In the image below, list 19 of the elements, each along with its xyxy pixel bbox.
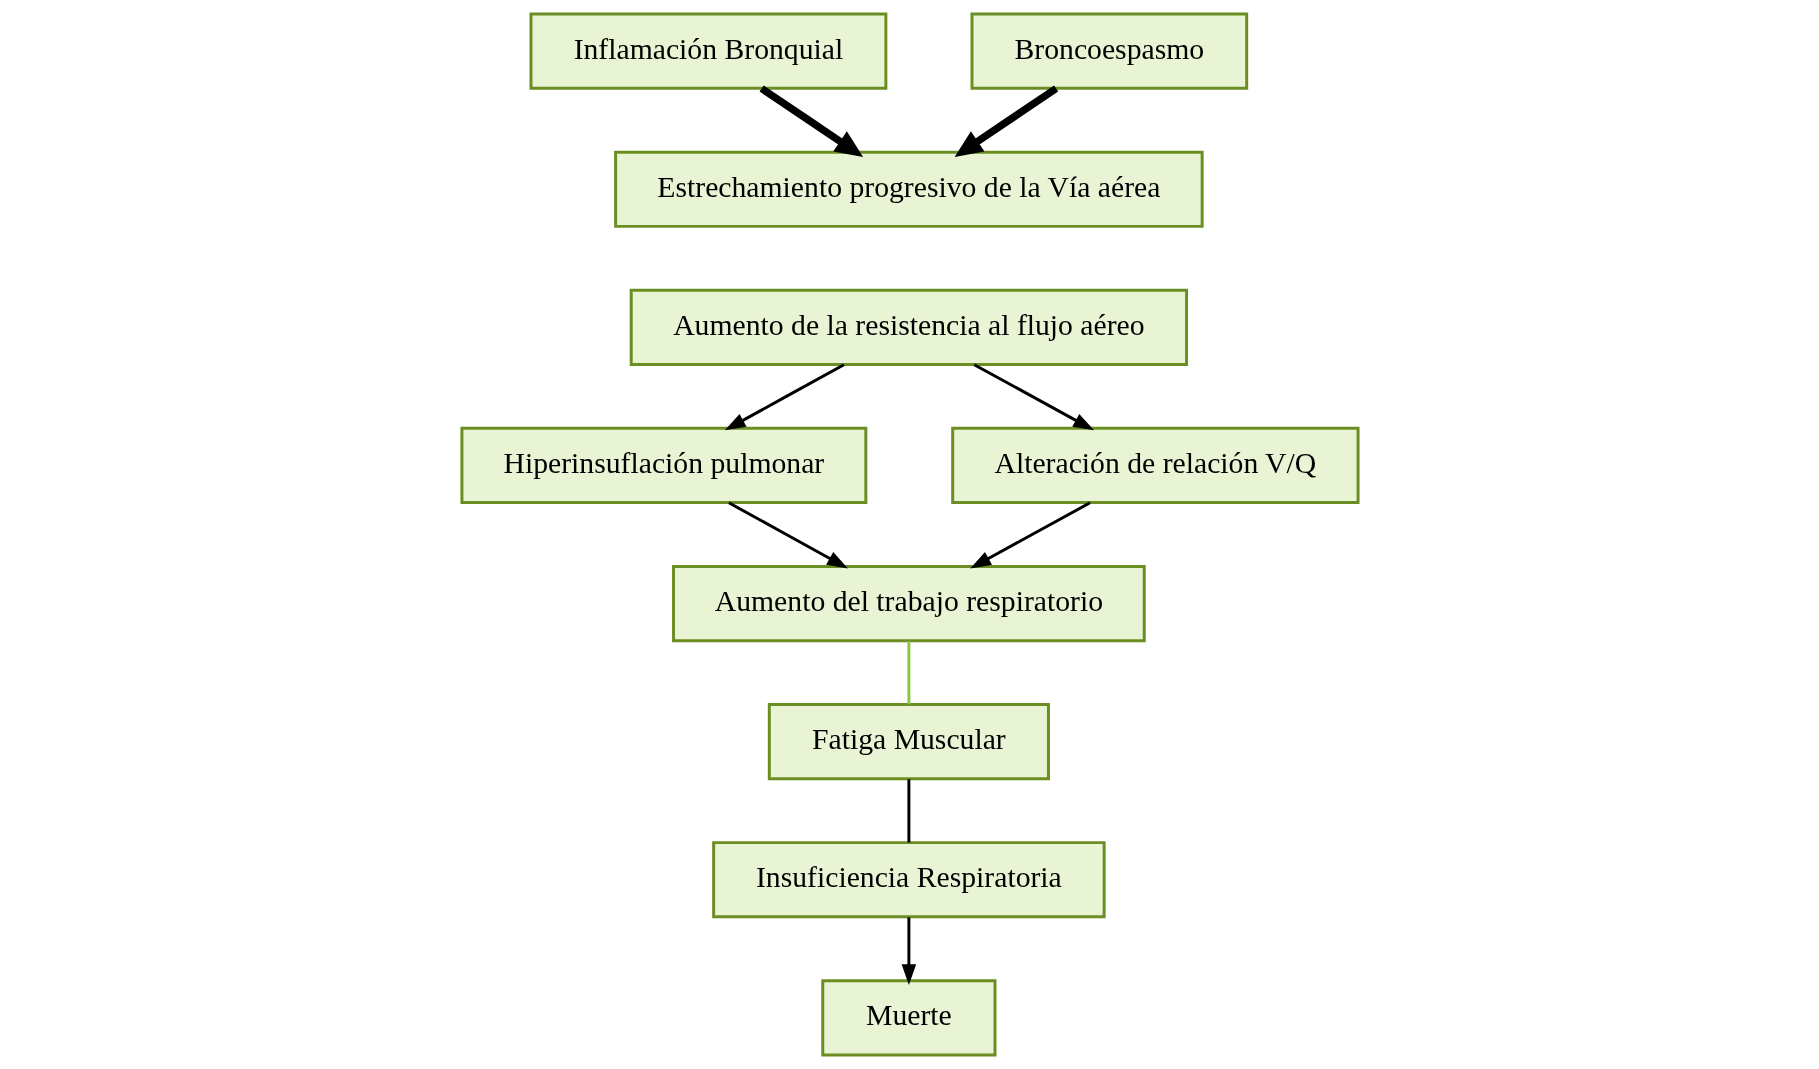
node-box: Aumento de la resistencia al flujo aéreo: [629, 288, 1188, 366]
arrow: [901, 917, 916, 985]
connector: [906, 641, 910, 705]
node-box: Insuficiencia Respiratoria: [711, 841, 1106, 919]
node-box: Alteración de relación V/Q: [950, 426, 1360, 505]
arrow: [954, 85, 1058, 157]
node-box: Hiperinsuflación pulmonar: [459, 426, 867, 505]
node-box: Aumento del trabajo respiratorio: [671, 564, 1146, 643]
arrow: [973, 363, 1094, 431]
node-box: Fatiga Muscular: [767, 703, 1050, 781]
connector: [906, 779, 910, 843]
arrow: [759, 85, 863, 157]
arrow: [969, 501, 1091, 569]
arrow: [724, 363, 845, 431]
arrow: [727, 501, 848, 569]
node-box: Estrechamiento progresivo de la Vía aérea: [613, 150, 1204, 228]
node-box: Broncoespasmo: [970, 12, 1248, 90]
node-box: Inflamación Bronquial: [529, 12, 887, 90]
node-box: Muerte: [820, 979, 996, 1057]
